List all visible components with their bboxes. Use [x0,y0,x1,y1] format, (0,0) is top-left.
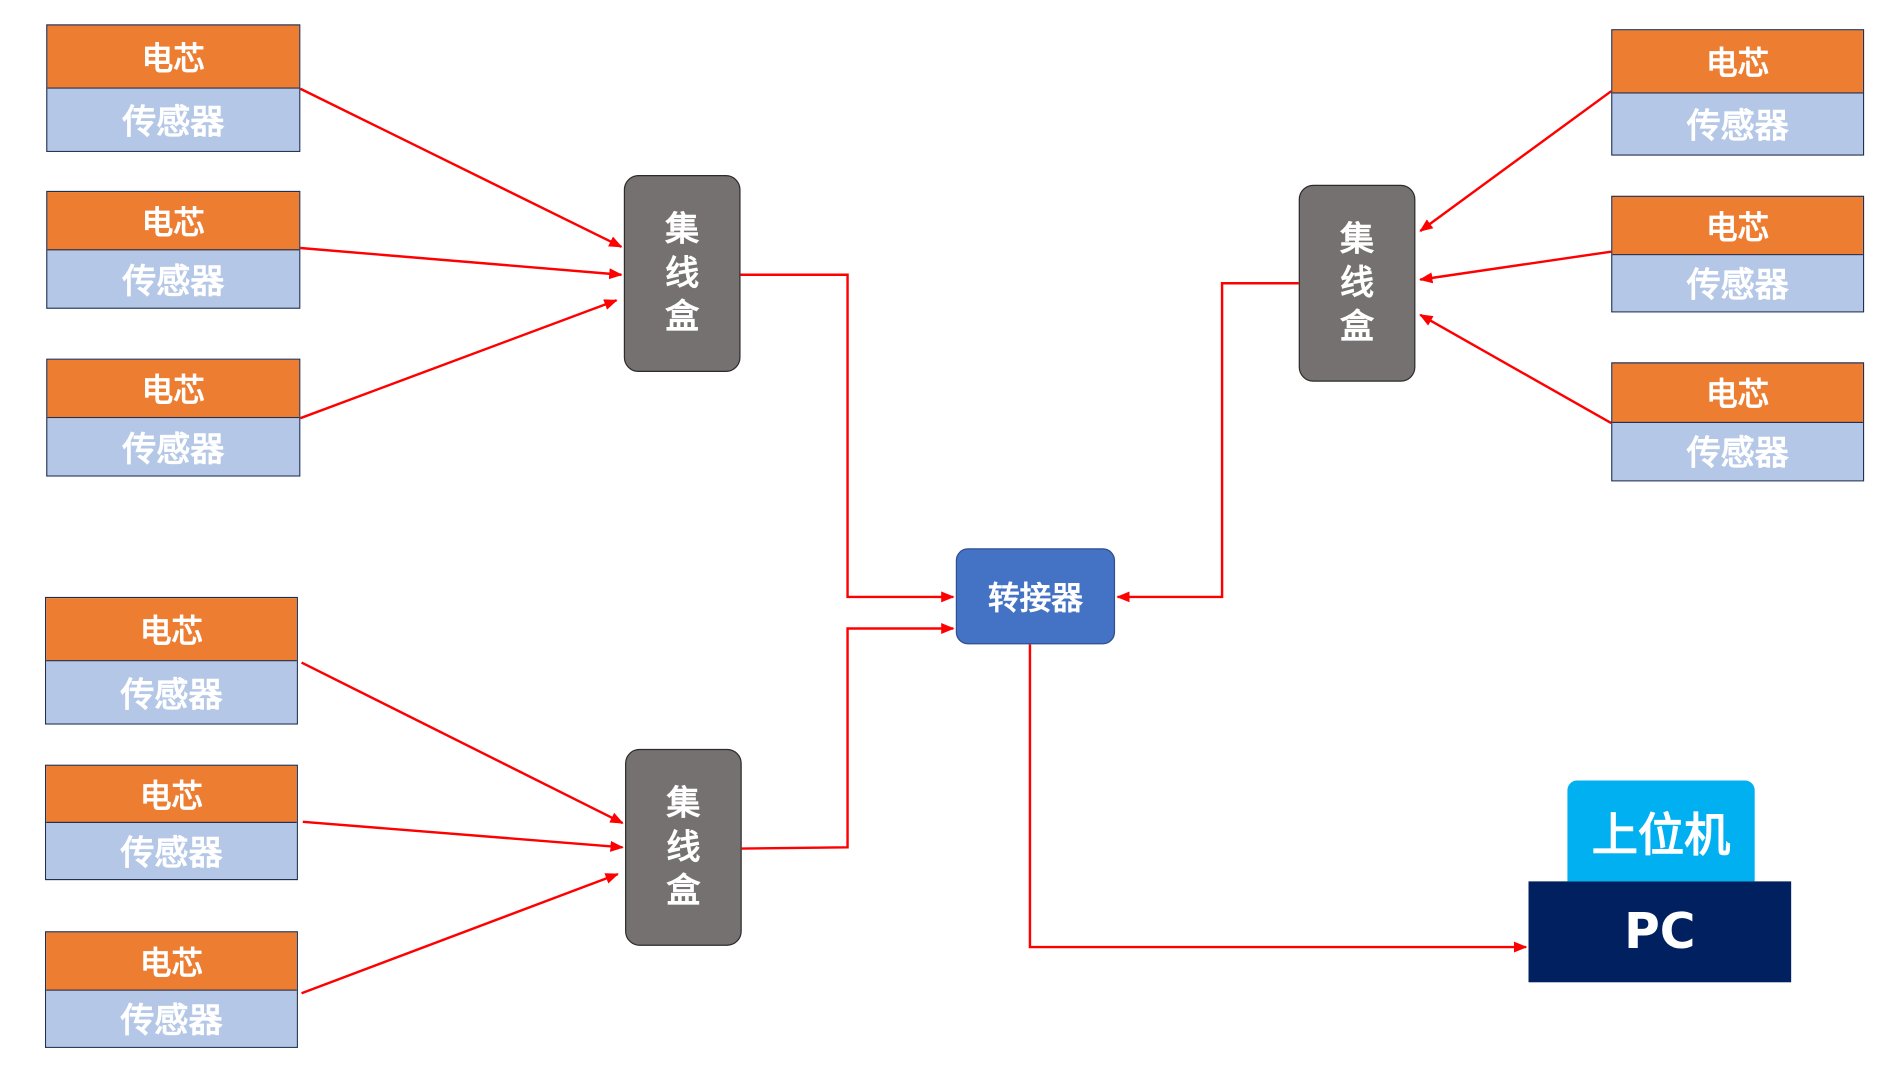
sensor-unit-2: 电芯 传感器 [46,190,301,309]
sensor-label: 传感器 [47,250,300,308]
sensor-unit-7: 电芯 传感器 [1611,29,1865,156]
arrow-sensor-4-to-hub-2 [301,661,624,825]
cell-label: 电芯 [47,192,300,251]
arrow-sensor-5-to-hub-2 [302,820,624,852]
cell-label: 电芯 [1612,196,1863,255]
hub-label: 集线盒 [665,209,700,337]
arrow-hub-3-to-adapter [1116,282,1299,603]
hub-2: 集线盒 [625,748,742,946]
cell-label: 电芯 [47,25,300,89]
sensor-unit-8: 电芯 传感器 [1611,195,1865,313]
sensor-unit-6: 电芯 传感器 [44,931,298,1048]
adapter-box: 转接器 [955,548,1116,645]
host-software-label: 上位机 [1567,780,1755,882]
cell-label: 电芯 [46,765,297,824]
sensor-label: 传感器 [1612,254,1863,312]
cell-label: 电芯 [1612,30,1863,94]
sensor-label: 传感器 [47,88,300,151]
arrow-hub-1-to-adapter [740,273,955,603]
sensor-label: 传感器 [46,823,297,879]
arrow-sensor-1-to-hub-1 [299,87,623,248]
arrow-sensor-7-to-hub-3 [1419,90,1612,232]
sensor-label: 传感器 [47,418,300,476]
arrow-adapter-to-pc [1028,644,1528,953]
cell-label: 电芯 [46,598,297,662]
sensor-unit-1: 电芯 传感器 [46,24,301,152]
arrow-sensor-9-to-hub-3 [1419,313,1612,425]
sensor-unit-9: 电芯 传感器 [1611,362,1865,482]
cell-label: 电芯 [46,932,297,991]
sensor-label: 传感器 [1612,93,1863,155]
arrow-sensor-6-to-hub-2 [301,872,619,995]
hub-label: 集线盒 [666,782,701,911]
arrow-sensor-2-to-hub-1 [300,246,623,280]
arrow-sensor-3-to-hub-1 [299,299,618,420]
hub-3: 集线盒 [1298,184,1416,382]
sensor-unit-3: 电芯 传感器 [46,358,301,477]
sensor-label: 传感器 [46,990,297,1047]
arrow-sensor-8-to-hub-3 [1419,250,1612,284]
cell-label: 电芯 [47,359,300,419]
hub-1: 集线盒 [623,175,741,373]
sensor-label: 传感器 [46,661,297,724]
sensor-unit-4: 电芯 传感器 [44,596,298,725]
cell-label: 电芯 [1612,363,1863,423]
sensor-label: 传感器 [1612,422,1863,481]
hub-label: 集线盒 [1340,218,1375,347]
pc-box: PC [1528,881,1792,983]
sensor-unit-5: 电芯 传感器 [44,764,298,881]
arrow-hub-2-to-adapter [741,623,955,850]
